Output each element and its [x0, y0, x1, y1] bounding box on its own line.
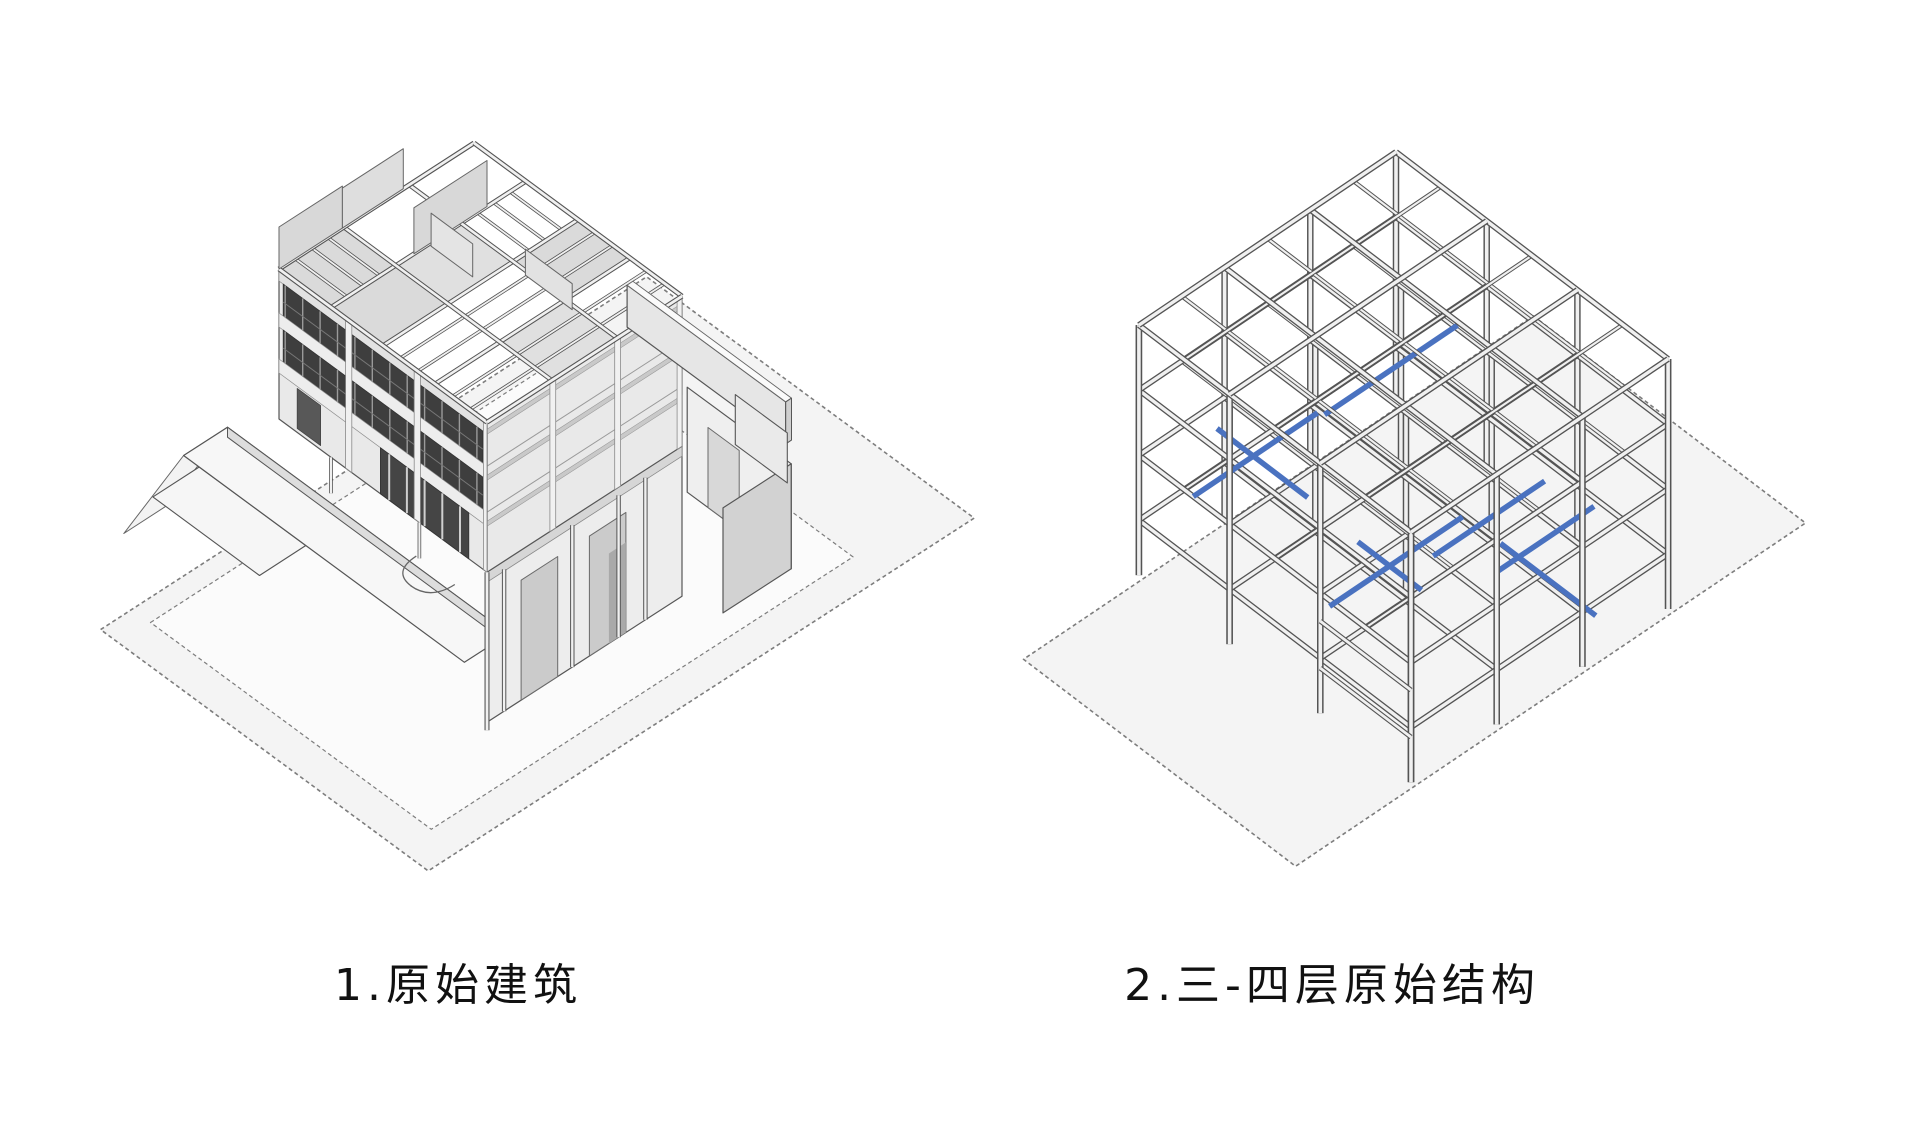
figure2-structural-frame: [1022, 149, 1807, 868]
figure1-caption: 1.原始建筑: [334, 960, 582, 1011]
figure1-original-building: [99, 140, 976, 872]
figure2-caption: 2.三-四层原始结构: [1124, 960, 1540, 1011]
